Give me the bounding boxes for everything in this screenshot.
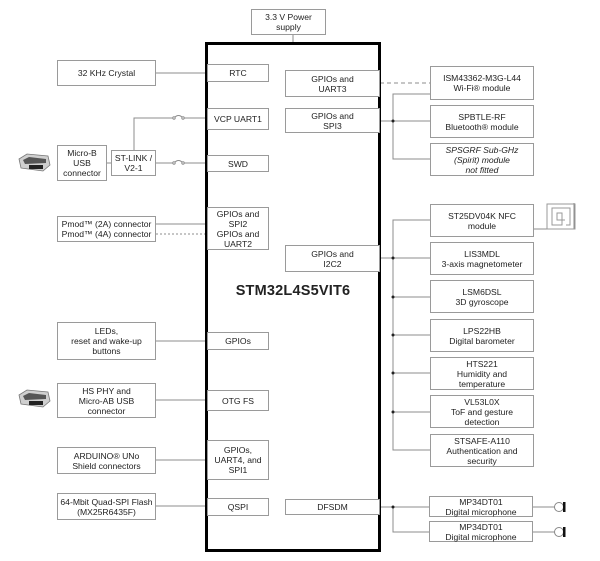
tof-sensor-box: VL53L0X ToF and gesture detection — [430, 395, 534, 428]
pmod-box: Pmod™ (2A) connector Pmod™ (4A) connecto… — [57, 216, 156, 242]
arduino-box: ARDUINO® UNo Shield connectors — [57, 447, 156, 474]
subghz-module-box: SPSGRF Sub-GHz (Spirit) module not fitte… — [430, 143, 534, 176]
mcu-chip — [205, 42, 381, 552]
magnetometer-box: LIS3MDL 3-axis magnetometer — [430, 242, 534, 275]
port-swd: SWD — [207, 155, 269, 172]
wire-stlink-vcp — [133, 117, 174, 150]
usb-connector-icon — [18, 153, 51, 172]
wire-spi3-bus — [392, 93, 430, 160]
wire-dfsdm-bus — [392, 507, 430, 533]
microphone-icon — [554, 527, 566, 537]
nfc-module-box: ST25DV04K NFC module — [430, 204, 534, 237]
port-uart4-spi1: GPIOs, UART4, and SPI1 — [207, 440, 269, 480]
port-spi3: GPIOs and SPI3 — [285, 108, 380, 133]
wifi-module-box: ISM43362-M3G-L44 Wi-Fi® module — [430, 66, 534, 100]
gyroscope-box: LSM6DSL 3D gyroscope — [430, 280, 534, 313]
power-supply-box: 3.3 V Power supply — [251, 9, 326, 35]
port-i2c2: GPIOs and I2C2 — [285, 245, 380, 272]
port-vcp-uart1: VCP UART1 — [207, 108, 269, 130]
hs-phy-box: HS PHY and Micro-AB USB connector — [57, 383, 156, 418]
port-gpios: GPIOs — [207, 332, 269, 350]
port-rtc: RTC — [207, 64, 269, 82]
usb-connector-icon — [18, 389, 51, 408]
bluetooth-module-box: SPBTLE-RF Bluetooth® module — [430, 105, 534, 138]
port-otg-fs: OTG FS — [207, 390, 269, 411]
port-dfsdm: DFSDM — [285, 499, 380, 515]
leds-box: LEDs, reset and wake-up buttons — [57, 322, 156, 360]
port-spi2-uart2: GPIOs and SPI2 GPIOs and UART2 — [207, 207, 269, 250]
port-qspi: QSPI — [207, 498, 269, 516]
microphone-box-1: MP34DT01 Digital microphone — [429, 496, 533, 517]
humidity-sensor-box: HTS221 Humidity and temperature — [430, 357, 534, 390]
nfc-antenna-icon — [546, 203, 576, 230]
security-box: STSAFE-A110 Authentication and security — [430, 434, 534, 467]
mcu-title: STM32L4S5VIT6 — [235, 283, 351, 299]
port-uart3: GPIOs and UART3 — [285, 70, 380, 97]
crystal-box: 32 KHz Crystal — [57, 60, 156, 86]
st-link-box: ST-LINK / V2-1 — [111, 150, 156, 176]
jumper-icon — [172, 115, 185, 165]
microphone-box-2: MP34DT01 Digital microphone — [429, 521, 533, 542]
barometer-box: LPS22HB Digital barometer — [430, 319, 534, 352]
micro-b-usb-box: Micro-B USB connector — [57, 145, 107, 181]
microphone-icon — [554, 502, 566, 512]
qspi-flash-box: 64-Mbit Quad-SPI Flash (MX25R6435F) — [57, 493, 156, 520]
